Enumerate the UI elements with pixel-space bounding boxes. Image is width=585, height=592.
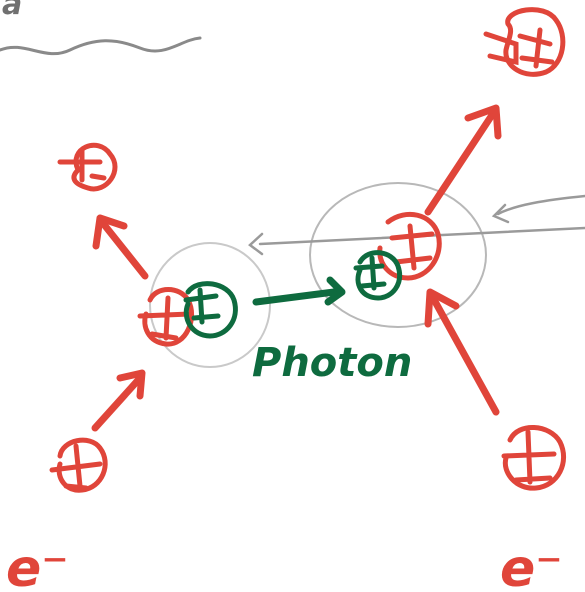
wavy-underline	[0, 36, 202, 56]
electron-blob	[137, 287, 195, 347]
outgoing-left-electron-arrowhead	[92, 214, 128, 250]
photon-blob-right	[353, 250, 402, 301]
electron-label-right: e⁻	[500, 539, 563, 592]
electron-blob	[501, 425, 567, 491]
electron-blob	[377, 211, 442, 281]
incoming-left-electron-arrow	[91, 374, 144, 432]
corner-annotation: a	[0, 0, 202, 56]
electron-blob	[57, 142, 118, 192]
electron-blobs	[49, 7, 567, 493]
incoming-right-electron-arrowhead	[424, 288, 460, 328]
vertex-circles	[149, 182, 487, 368]
grey-arrow-right-head	[491, 203, 510, 224]
electron-label-left: e⁻	[6, 539, 69, 592]
electron-blob	[483, 7, 566, 77]
grey-arrow-left-head	[248, 232, 264, 256]
left-vertex-circle	[149, 242, 271, 368]
photon-arrow	[252, 288, 338, 306]
photon-blob-left	[183, 281, 238, 339]
photon-arrowhead	[324, 276, 346, 306]
outgoing-right-electron-arrow	[424, 108, 498, 216]
grey-arrow-right	[496, 194, 585, 216]
electron-blob	[49, 437, 108, 493]
photon: Photon	[183, 250, 412, 386]
incoming-right-electron-arrow	[428, 292, 500, 416]
incoming-left-electron-arrowhead	[116, 369, 146, 400]
pencil-arrows	[248, 194, 585, 256]
electron-lines	[91, 104, 502, 432]
photon-label: Photon	[252, 340, 412, 386]
corner-letter-label: a	[2, 0, 22, 22]
outgoing-right-electron-arrowhead	[464, 104, 502, 140]
outgoing-left-electron-arrow	[98, 218, 149, 280]
right-vertex-circle	[309, 182, 487, 328]
